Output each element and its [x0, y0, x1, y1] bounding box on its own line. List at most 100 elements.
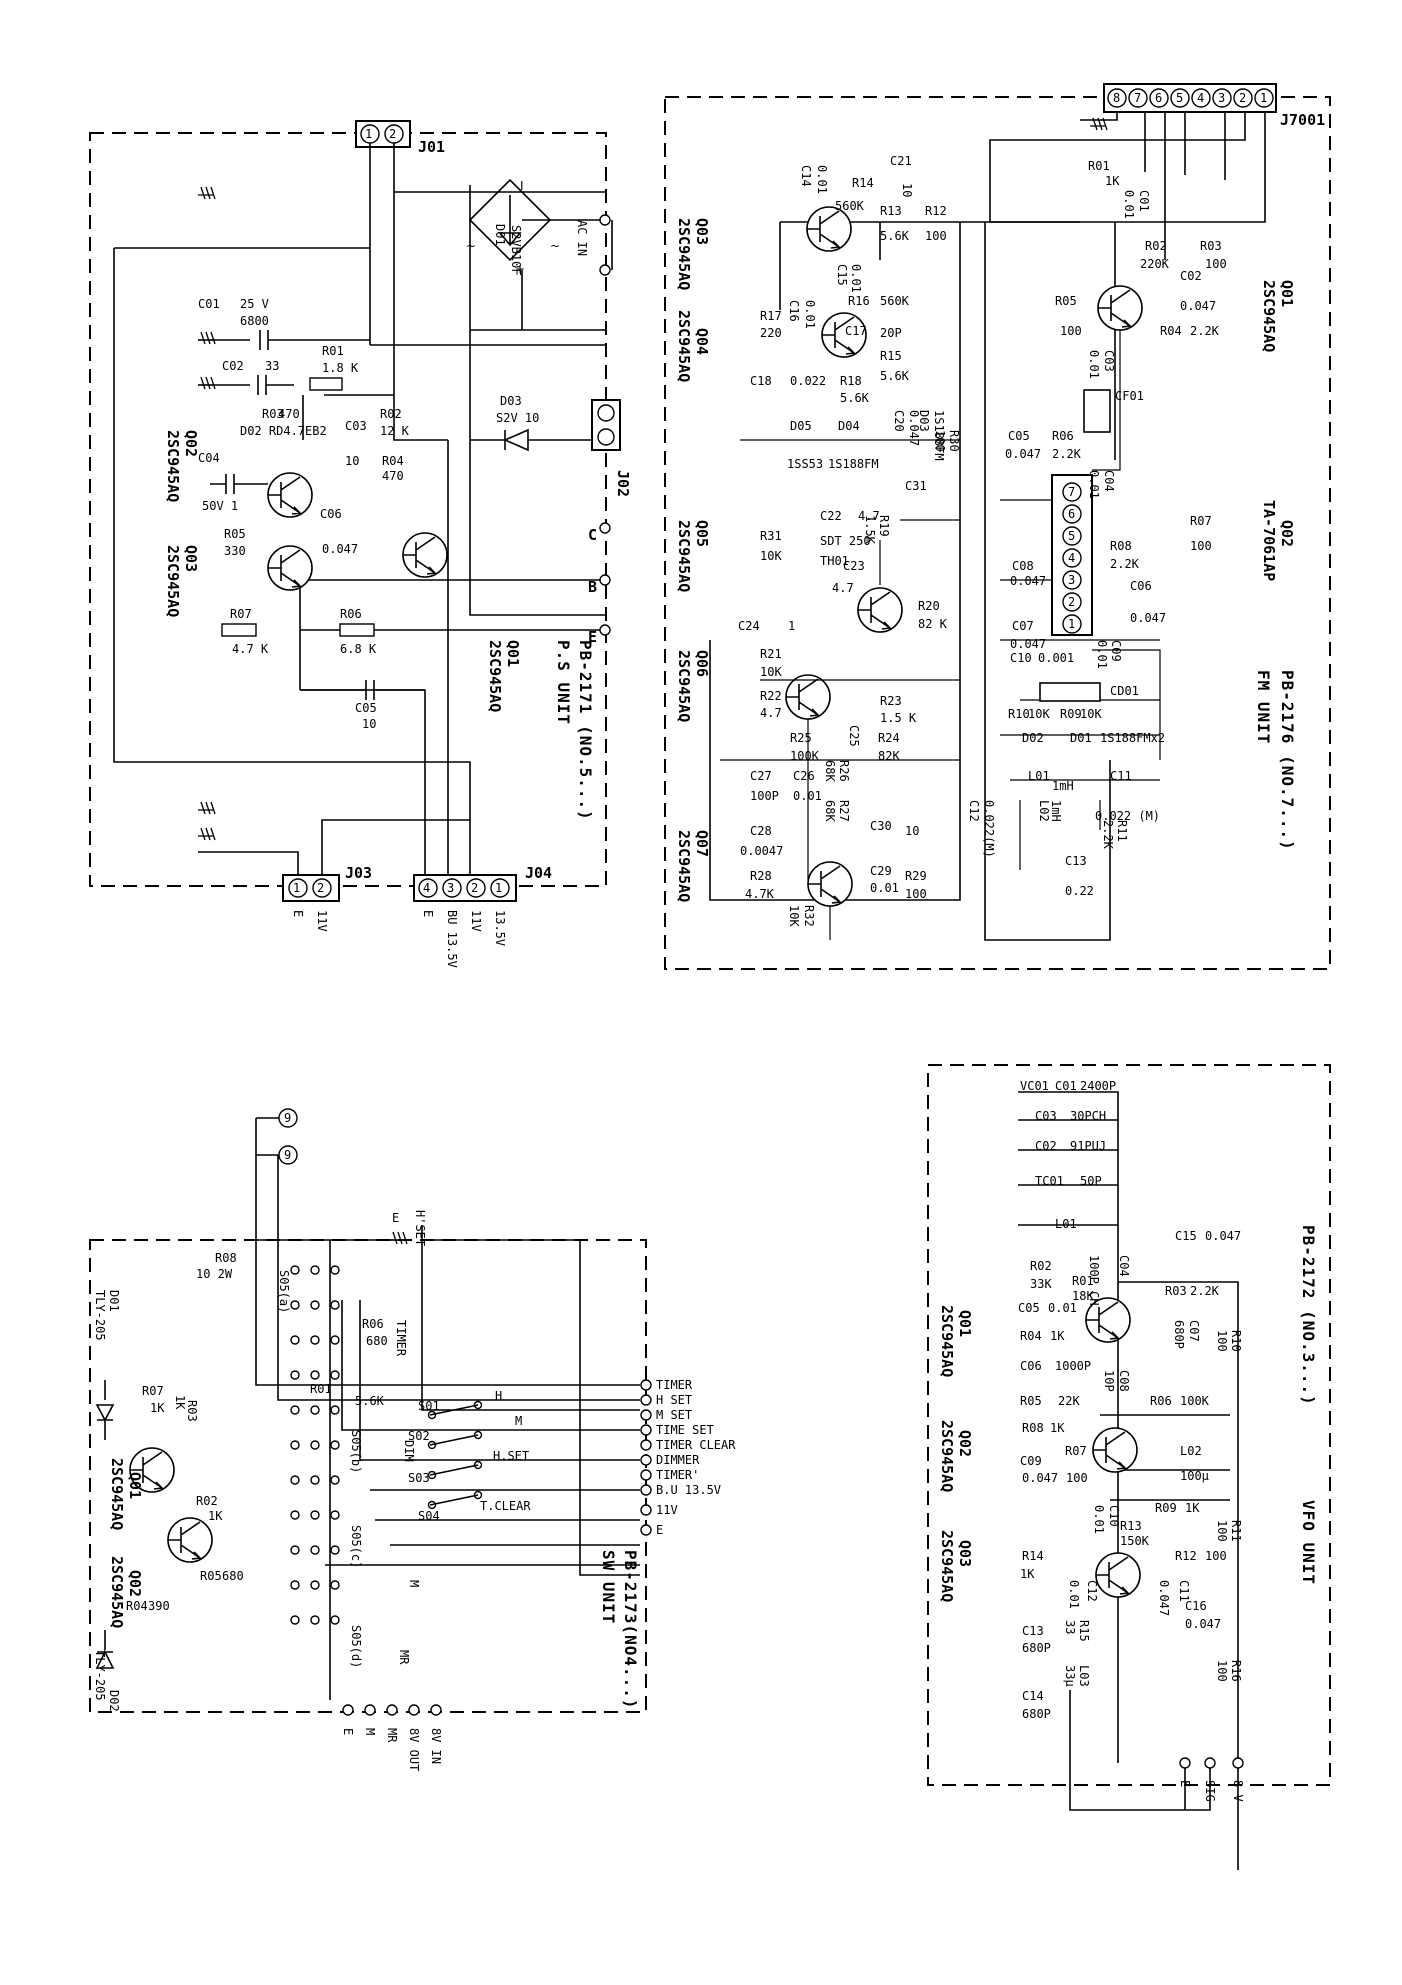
sw05-contact — [310, 1335, 320, 1345]
q03-transistor-icon — [267, 545, 313, 591]
j04-name: J04 — [525, 864, 552, 882]
sw-terminal-6 — [640, 1469, 652, 1481]
fm-l02-val-label: 1mH — [1049, 800, 1063, 822]
vfo-r05-label: R05 — [1020, 1394, 1042, 1408]
fm-unit-title: PB-2176 (NO.7...) — [1278, 670, 1297, 851]
r07-label: R07 — [230, 607, 252, 621]
vfo-q03-part: 2SC945AQ — [938, 1530, 956, 1602]
fm-r18-val-label: 5.6K — [840, 391, 870, 405]
sw05-contact — [330, 1510, 340, 1520]
vfo-c03-val-label: 30PCH — [1070, 1109, 1106, 1123]
vfo-r14-val-label: 1K — [1020, 1567, 1035, 1581]
vfo-c10-label: C10 — [1107, 1505, 1121, 1527]
sw-unit-title: PB-2173(NO4...) — [621, 1550, 640, 1710]
sw05-contact — [310, 1580, 320, 1590]
vfo-r06-val-label: 100K — [1180, 1394, 1210, 1408]
fm-r28-val-label: 4.7K — [745, 887, 775, 901]
sw-bottom-label-3: 8V OUT — [407, 1728, 421, 1771]
vfo-r04-label: R04 — [1020, 1329, 1042, 1343]
fm-r10-label: R10 — [1008, 707, 1030, 721]
vfo-r10-label: R10 — [1229, 1330, 1243, 1352]
d03-diode — [470, 428, 595, 452]
ic-pin-7: 7 — [1068, 485, 1075, 499]
fm-r30-label: R30 — [947, 430, 961, 452]
fm-l02-label: L02 — [1037, 800, 1051, 822]
sw05-contact — [290, 1335, 300, 1345]
j7001-pin-8 — [1107, 88, 1127, 108]
vfo-r12-val-label: 100 — [1205, 1549, 1227, 1563]
vfo-c12-label: C12 — [1085, 1580, 1099, 1602]
sw-hset-label: H.SET — [493, 1449, 529, 1463]
ic-pin — [1062, 570, 1082, 590]
fm-r13-label: R13 — [880, 204, 902, 218]
j7001-pin-6 — [1149, 88, 1169, 108]
j04-pin-1-label: 1 — [495, 881, 502, 895]
fm-unit-subtitle: FM UNIT — [1254, 670, 1273, 744]
r01-value: 1.8 K — [322, 361, 359, 375]
fm-q07-part: 2SC945AQ — [675, 830, 693, 902]
ps-unit-title: PB-2171 (NO.5...) — [576, 640, 595, 821]
ic-pin-5: 5 — [1068, 529, 1075, 543]
j04-pin-2 — [466, 878, 486, 898]
vfo-r16-val-label: 100 — [1215, 1660, 1229, 1682]
r02-value: 12 K — [380, 424, 410, 438]
b-term — [599, 574, 611, 586]
r07-resistor — [221, 623, 257, 637]
j7001-pin-5 — [1170, 88, 1190, 108]
sw-bottom-label-4: 8V IN — [429, 1728, 443, 1764]
fm-r08-label: R08 — [1110, 539, 1132, 553]
vfo-l02-val-label: 100μ — [1180, 1469, 1209, 1483]
fm-c22-val-label: 4.7 — [858, 509, 880, 523]
j03-pin-2 — [312, 878, 332, 898]
ground-icon — [389, 1231, 408, 1245]
sw-terminal-1 — [640, 1394, 652, 1406]
sw-terminal-5 — [640, 1454, 652, 1466]
vfo-c04-val-label: 100P CH — [1087, 1255, 1101, 1306]
sw-terminal-label-5: DIMMER — [656, 1453, 700, 1467]
vfo-c02-label: C02 — [1035, 1139, 1057, 1153]
vfo-l03-val-label: 33μ — [1063, 1665, 1077, 1687]
fm-c11-val-label: 0.022 (M) — [1095, 809, 1160, 823]
vfo-r07-val-label: 100 — [1066, 1471, 1088, 1485]
r03-value: 470 — [278, 407, 300, 421]
fm-sdt-label: SDT 250 — [820, 534, 871, 548]
sw-top-hset: H'SET — [413, 1210, 427, 1246]
fm-c02-val-label: 0.047 — [1180, 299, 1216, 313]
cd01-discriminator — [1039, 682, 1101, 702]
vfo-l01-label: L01 — [1055, 1217, 1077, 1231]
fm-r07-label: R07 — [1190, 514, 1212, 528]
fm-r11-val-label: 2.2K — [1101, 820, 1115, 850]
vfo-r15-val-label: 33 — [1063, 1620, 1077, 1634]
j03-label-11v: 11V — [315, 910, 329, 932]
sw05-contact — [330, 1265, 340, 1275]
vfo-c13-val-label: 680P — [1022, 1641, 1051, 1655]
sw-d01-part-label: TLY-205 — [93, 1290, 107, 1341]
fm-r31-val-label: 10K — [760, 549, 782, 563]
q03-transistor-icon — [1095, 1552, 1141, 1598]
vfo-q01-ref: Q01 — [956, 1310, 974, 1337]
ic-pin — [1062, 504, 1082, 524]
bridge-plus-label: + — [515, 262, 525, 276]
fm-q01-part: 2SC945AQ — [1260, 280, 1278, 352]
sw-r01-label: R01 — [310, 1382, 332, 1396]
fm-c07-label: C07 — [1012, 619, 1034, 633]
ac-in-label: AC IN — [575, 220, 589, 256]
vfo-c05-label: C05 — [1018, 1301, 1040, 1315]
sw05-contact — [290, 1300, 300, 1310]
fm-q06-part: 2SC945AQ — [675, 650, 693, 722]
lamp-2-label: 9 — [284, 1148, 291, 1162]
fm-d04-val-label: 1S188FM — [828, 457, 879, 471]
sw05-contact — [290, 1440, 300, 1450]
j7001-pin-1-label: 1 — [1260, 91, 1267, 105]
vfo-r11-label: R11 — [1229, 1520, 1243, 1542]
r01-label: R01 — [322, 344, 344, 358]
j03-name: J03 — [345, 864, 372, 882]
fm-r19-val-label: 1.5K — [863, 515, 877, 545]
fm-r23-val-label: 1.5 K — [880, 711, 917, 725]
vfo-unit-border — [927, 1064, 1331, 1786]
ground-icon — [197, 827, 216, 841]
vfo-c03-label: C03 — [1035, 1109, 1057, 1123]
fm-c10-val-label: 0.001 — [1038, 651, 1074, 665]
fm-r16-label: R16 — [848, 294, 870, 308]
fm-c11-label: C11 — [1110, 769, 1132, 783]
